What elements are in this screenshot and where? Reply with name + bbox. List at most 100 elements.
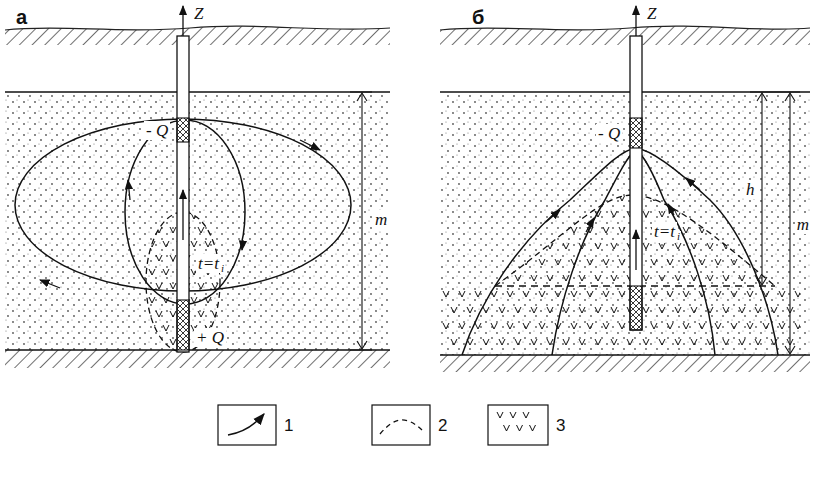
v-mark (651, 291, 657, 297)
v-mark (443, 195, 449, 201)
v-mark (611, 307, 617, 313)
v-mark (531, 307, 537, 313)
v-mark (475, 227, 481, 233)
v-mark (731, 195, 737, 201)
v-mark (523, 195, 529, 201)
v-mark (156, 311, 162, 317)
v-mark (611, 243, 617, 249)
v-mark (499, 307, 505, 313)
v-mark (205, 213, 211, 219)
v-mark (170, 255, 176, 261)
v-mark (504, 425, 510, 431)
v-mark (747, 323, 753, 329)
ground-hatch (440, 26, 810, 45)
v-mark (659, 339, 665, 345)
v-mark (779, 195, 785, 201)
v-mark (643, 339, 649, 345)
v-mark (595, 339, 601, 345)
v-mark (739, 307, 745, 313)
v-mark (747, 227, 753, 233)
v-mark (510, 412, 516, 418)
v-mark (547, 307, 553, 313)
v-mark (170, 227, 176, 233)
v-mark (731, 323, 737, 329)
v-mark (779, 227, 785, 233)
v-mark (651, 259, 657, 265)
streamline-sample (228, 414, 264, 435)
panel-letter: б (470, 6, 486, 28)
v-mark (587, 291, 593, 297)
v-mark (163, 241, 169, 247)
v-mark (475, 291, 481, 297)
v-mark (691, 307, 697, 313)
v-mark (443, 227, 449, 233)
v-mark (691, 211, 697, 217)
v-mark (587, 195, 593, 201)
v-mark (483, 307, 489, 313)
v-mark (795, 323, 801, 329)
time-label: t=t (196, 254, 221, 273)
well (177, 36, 189, 352)
v-mark (739, 339, 745, 345)
well-screen (630, 118, 642, 148)
v-mark (659, 307, 665, 313)
v-mark (499, 243, 505, 249)
v-mark (771, 243, 777, 249)
dimension-label: m (373, 210, 389, 229)
v-mark (683, 291, 689, 297)
v-mark (723, 307, 729, 313)
v-mark (555, 259, 561, 265)
v-mark (571, 291, 577, 297)
v-mark (483, 275, 489, 281)
v-mark (149, 269, 155, 275)
v-mark (531, 275, 537, 281)
v-mark (507, 195, 513, 201)
v-mark (667, 195, 673, 201)
v-mark (675, 275, 681, 281)
v-mark (579, 275, 585, 281)
v-mark (517, 425, 523, 431)
v-mark (691, 339, 697, 345)
v-mark (803, 243, 809, 249)
dimension-label: h (744, 180, 757, 199)
aquifer-top (5, 91, 390, 93)
legend-number: 2 (438, 417, 447, 434)
v-mark (451, 211, 457, 217)
v-mark (539, 195, 545, 201)
v-mark (163, 269, 169, 275)
v-mark (547, 275, 553, 281)
v-mark (667, 291, 673, 297)
v-mark (771, 211, 777, 217)
v-mark (763, 195, 769, 201)
bedrock-hatch (440, 355, 810, 372)
v-mark (715, 291, 721, 297)
v-mark (467, 307, 473, 313)
v-mark (497, 412, 503, 418)
v-mark (149, 325, 155, 331)
v-mark (443, 323, 449, 329)
v-mark (475, 323, 481, 329)
panel-a (5, 6, 390, 368)
v-mark (739, 211, 745, 217)
v-mark (755, 243, 761, 249)
dimension-label: m (795, 215, 811, 234)
v-mark (475, 259, 481, 265)
v-mark (443, 259, 449, 265)
streamline (462, 148, 778, 355)
v-mark (715, 323, 721, 329)
v-mark (467, 243, 473, 249)
v-mark (459, 291, 465, 297)
v-mark (707, 211, 713, 217)
v-mark (763, 259, 769, 265)
v-mark (643, 211, 649, 217)
v-mark (587, 323, 593, 329)
well-screen (630, 286, 642, 330)
z-axis (182, 6, 183, 36)
panel-letter: а (14, 6, 29, 28)
v-mark (443, 291, 449, 297)
legend-box (218, 405, 276, 445)
v-mark (643, 243, 649, 249)
v-mark (595, 275, 601, 281)
v-mark (539, 323, 545, 329)
well (630, 36, 642, 330)
